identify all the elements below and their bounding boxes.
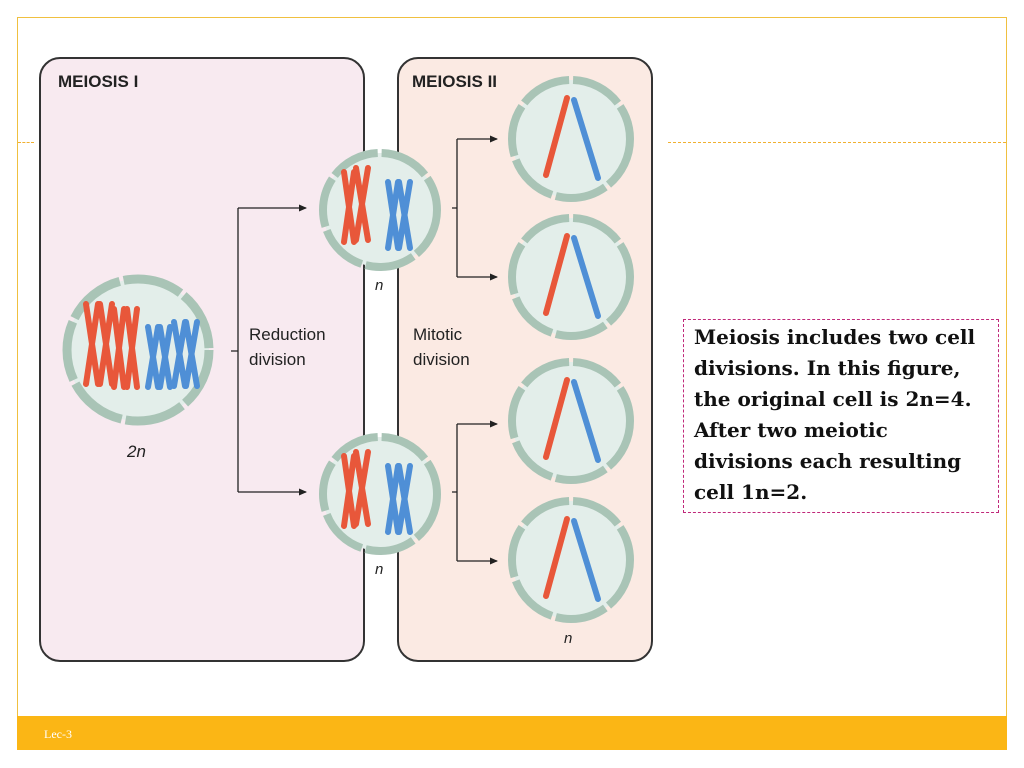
daughter-cell-bottom [319, 433, 441, 555]
final-cell-2 [508, 214, 634, 340]
reduction-label-line2: division [249, 350, 306, 369]
mitotic-label-line1: Mitotic [413, 325, 463, 344]
mitotic-connector-top [452, 135, 498, 281]
final-cell-4 [508, 497, 634, 623]
caption-box: Meiosis includes two cell divisions. In … [683, 319, 999, 513]
label-n-bottom: n [375, 561, 383, 578]
label-n-top: n [375, 277, 383, 294]
footer-lecture-label: Lec-3 [44, 727, 72, 741]
parent-cell-2n [62, 274, 214, 426]
title-divider-left [18, 142, 34, 143]
mitotic-label-line2: division [413, 350, 470, 369]
mitotic-connector-bottom [452, 420, 498, 565]
final-cell-1 [508, 76, 634, 202]
caption-text: Meiosis includes two cell divisions. In … [694, 325, 976, 504]
label-n-final: n [564, 630, 572, 647]
daughter-cell-top [319, 149, 441, 271]
footer-bar [17, 716, 1007, 750]
label-2n: 2n [126, 442, 146, 461]
reduction-connector [231, 204, 307, 496]
title-divider-right [668, 142, 1006, 143]
final-cell-3 [508, 358, 634, 484]
meiosis-2-title: MEIOSIS II [412, 72, 497, 91]
meiosis-1-title: MEIOSIS I [58, 72, 138, 91]
reduction-label-line1: Reduction [249, 325, 326, 344]
